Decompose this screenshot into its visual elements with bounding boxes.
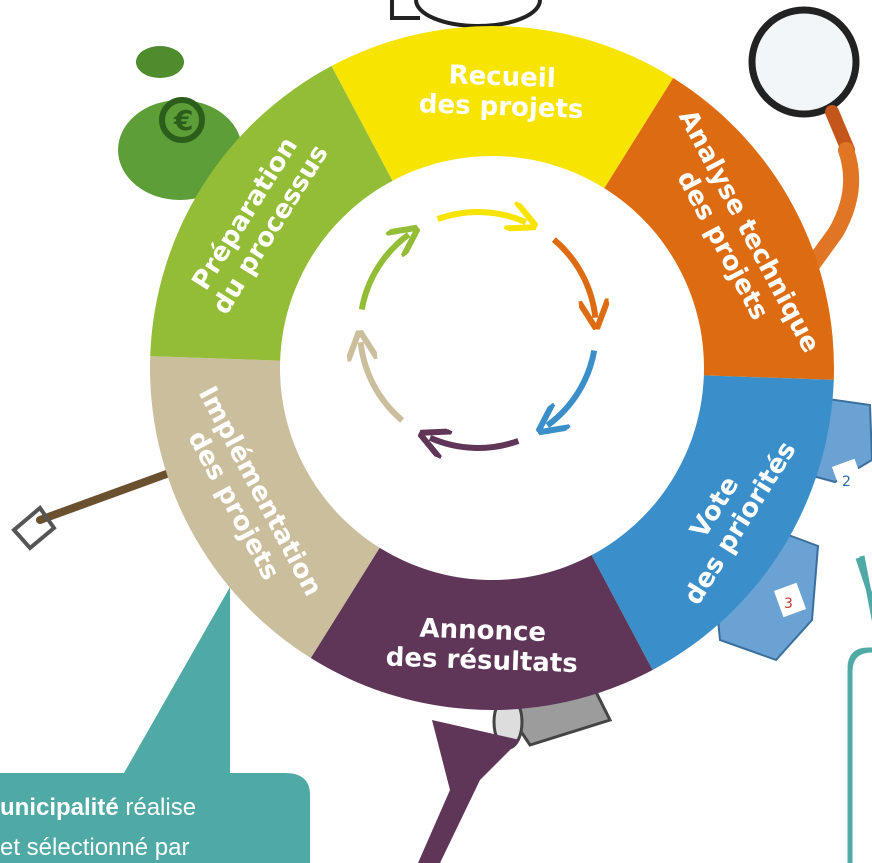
label-recueil-line-2: des projets <box>418 89 583 125</box>
svg-text:€: € <box>173 104 193 137</box>
callout-left: unicipalité réalise et sélectionné par <box>0 587 310 863</box>
ballot-label-1: 2 <box>842 474 851 490</box>
callout-rest: réalise <box>119 794 196 821</box>
lamp-cord-illustration <box>390 0 542 28</box>
segment-analyse <box>604 77 835 380</box>
label-annonce-line-2: des résultats <box>385 642 578 679</box>
arrow-annonce <box>430 438 520 448</box>
callout-text: unicipalité réalise <box>0 794 196 821</box>
segment-implementation <box>150 356 380 659</box>
arrow-preparation <box>358 235 409 311</box>
callout-right <box>847 555 872 863</box>
segment-vote <box>591 375 834 670</box>
arrow-analyse <box>551 237 596 318</box>
arrow-vote <box>547 349 598 425</box>
callout-line2: et sélectionné par <box>0 834 189 861</box>
ballot-label-2: 3 <box>784 596 793 612</box>
segment-annonce <box>310 547 653 710</box>
segment-preparation <box>150 66 393 361</box>
segment-recueil <box>331 26 674 189</box>
cycle-ring <box>150 26 835 710</box>
label-recueil-line-1: Recueil <box>448 60 556 94</box>
label-annonce-line-1: Annonce <box>419 614 547 648</box>
callout-left-shape <box>0 587 310 863</box>
arrow-implementation <box>361 342 405 423</box>
callout-bold: unicipalité <box>0 794 119 821</box>
magnifying-glass-icon <box>748 6 860 276</box>
arrow-recueil <box>436 212 526 222</box>
cycle-arrows <box>361 212 596 448</box>
